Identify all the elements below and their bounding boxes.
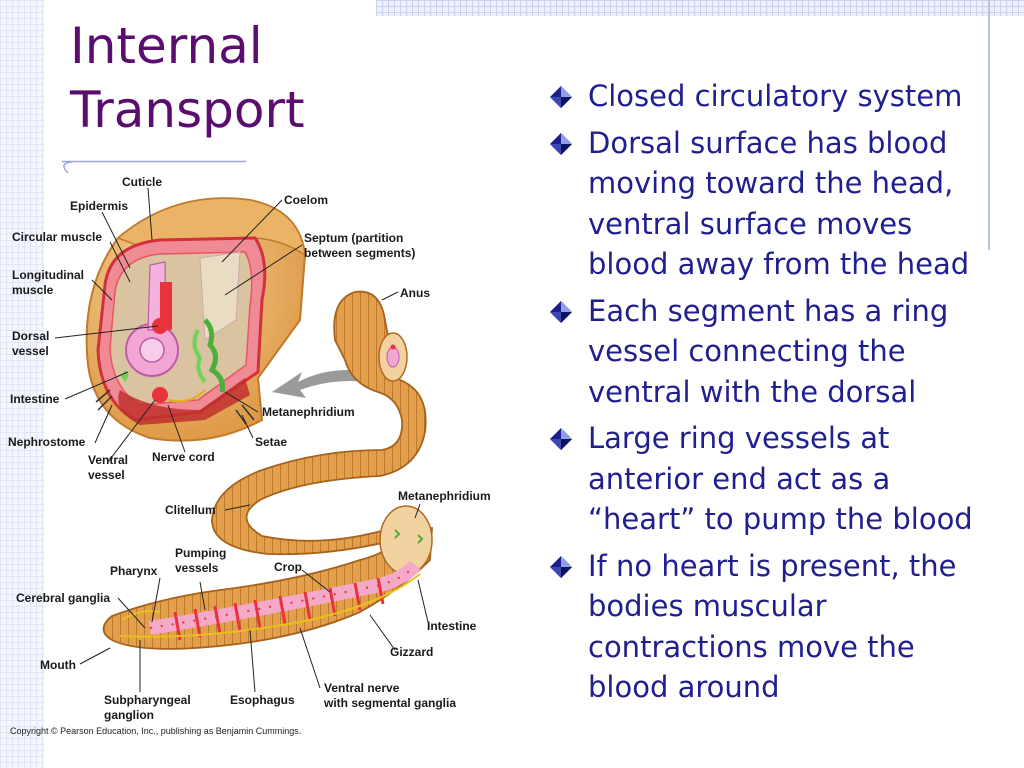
label-ventral-vessel-1: Ventral bbox=[88, 453, 128, 467]
label-clitellum: Clitellum bbox=[165, 503, 216, 517]
label-longitudinal-muscle-1: Longitudinal bbox=[12, 268, 84, 282]
title-line-1: Internal bbox=[70, 17, 263, 75]
label-ventral-nerve-2: with segmental ganglia bbox=[323, 696, 456, 710]
label-nephrostome: Nephrostome bbox=[8, 435, 86, 449]
title-underline-icon bbox=[62, 160, 246, 174]
label-cerebral-ganglia: Cerebral ganglia bbox=[16, 591, 110, 605]
label-dorsal-vessel-2: vessel bbox=[12, 344, 49, 358]
diamond-bullet-icon bbox=[550, 300, 572, 323]
label-nerve-cord: Nerve cord bbox=[152, 450, 215, 464]
bullet-item: Dorsal surface has blood moving toward t… bbox=[548, 123, 998, 285]
label-esophagus: Esophagus bbox=[230, 693, 295, 707]
label-septum-1: Septum (partition bbox=[304, 231, 403, 245]
title-line-2: Transport bbox=[70, 81, 305, 139]
label-pumping-vessels-1: Pumping bbox=[175, 546, 226, 560]
label-setae: Setae bbox=[255, 435, 287, 449]
bullet-item: Closed circulatory system bbox=[548, 76, 998, 117]
label-epidermis: Epidermis bbox=[70, 199, 128, 213]
label-intestine-top: Intestine bbox=[10, 392, 60, 406]
earthworm-diagram: Cuticle Epidermis Circular muscle Longit… bbox=[8, 175, 491, 722]
decorative-vertical-line bbox=[988, 0, 990, 250]
bullet-text: Dorsal surface has blood moving toward t… bbox=[588, 125, 970, 282]
bullet-text: Each segment has a ring vessel connectin… bbox=[588, 293, 949, 409]
grid-pattern-top bbox=[376, 0, 1024, 16]
label-cuticle: Cuticle bbox=[122, 175, 162, 189]
leader-lines bbox=[54, 187, 429, 693]
diamond-bullet-icon bbox=[550, 86, 572, 108]
label-anus: Anus bbox=[400, 286, 430, 300]
diamond-bullet-icon bbox=[550, 428, 572, 450]
bullet-item: If no heart is present, the bodies muscu… bbox=[548, 546, 998, 708]
label-subpharyngeal-2: ganglion bbox=[104, 708, 154, 722]
diamond-bullet-icon bbox=[550, 555, 572, 578]
bullet-item: Each segment has a ring vessel connectin… bbox=[548, 291, 998, 413]
bullet-text: Large ring vessels at anterior end act a… bbox=[588, 421, 973, 536]
diamond-bullet-icon bbox=[550, 132, 572, 155]
label-circular-muscle: Circular muscle bbox=[12, 230, 102, 244]
arrow-icon bbox=[272, 369, 370, 398]
bullet-text: Closed circulatory system bbox=[588, 79, 963, 113]
label-intestine-bottom: Intestine bbox=[427, 619, 477, 633]
label-crop: Crop bbox=[274, 560, 302, 574]
label-longitudinal-muscle-2: muscle bbox=[12, 283, 54, 297]
label-ventral-vessel-2: vessel bbox=[88, 468, 125, 482]
label-mouth: Mouth bbox=[40, 658, 76, 672]
label-dorsal-vessel-1: Dorsal bbox=[12, 329, 49, 343]
copyright-notice: Copyright © Pearson Education, Inc., pub… bbox=[10, 726, 302, 736]
label-metanephridium-bottom: Metanephridium bbox=[398, 489, 491, 503]
slide-title: Internal Transport bbox=[70, 14, 305, 142]
bullet-item: Large ring vessels at anterior end act a… bbox=[548, 418, 998, 540]
label-subpharyngeal-1: Subpharyngeal bbox=[104, 693, 191, 707]
worm-body bbox=[102, 290, 433, 650]
bullet-text: If no heart is present, the bodies muscu… bbox=[588, 548, 957, 705]
label-metanephridium-top: Metanephridium bbox=[262, 405, 355, 419]
label-coelom: Coelom bbox=[284, 193, 328, 207]
label-septum-2: between segments) bbox=[304, 246, 415, 260]
cross-section bbox=[85, 197, 307, 442]
label-ventral-nerve-1: Ventral nerve bbox=[324, 681, 400, 695]
label-pumping-vessels-2: vessels bbox=[175, 561, 219, 575]
label-pharynx: Pharynx bbox=[110, 564, 158, 578]
label-gizzard: Gizzard bbox=[390, 645, 433, 659]
grid-pattern-left bbox=[0, 0, 44, 768]
diagram-labels: Cuticle Epidermis Circular muscle Longit… bbox=[8, 175, 491, 722]
